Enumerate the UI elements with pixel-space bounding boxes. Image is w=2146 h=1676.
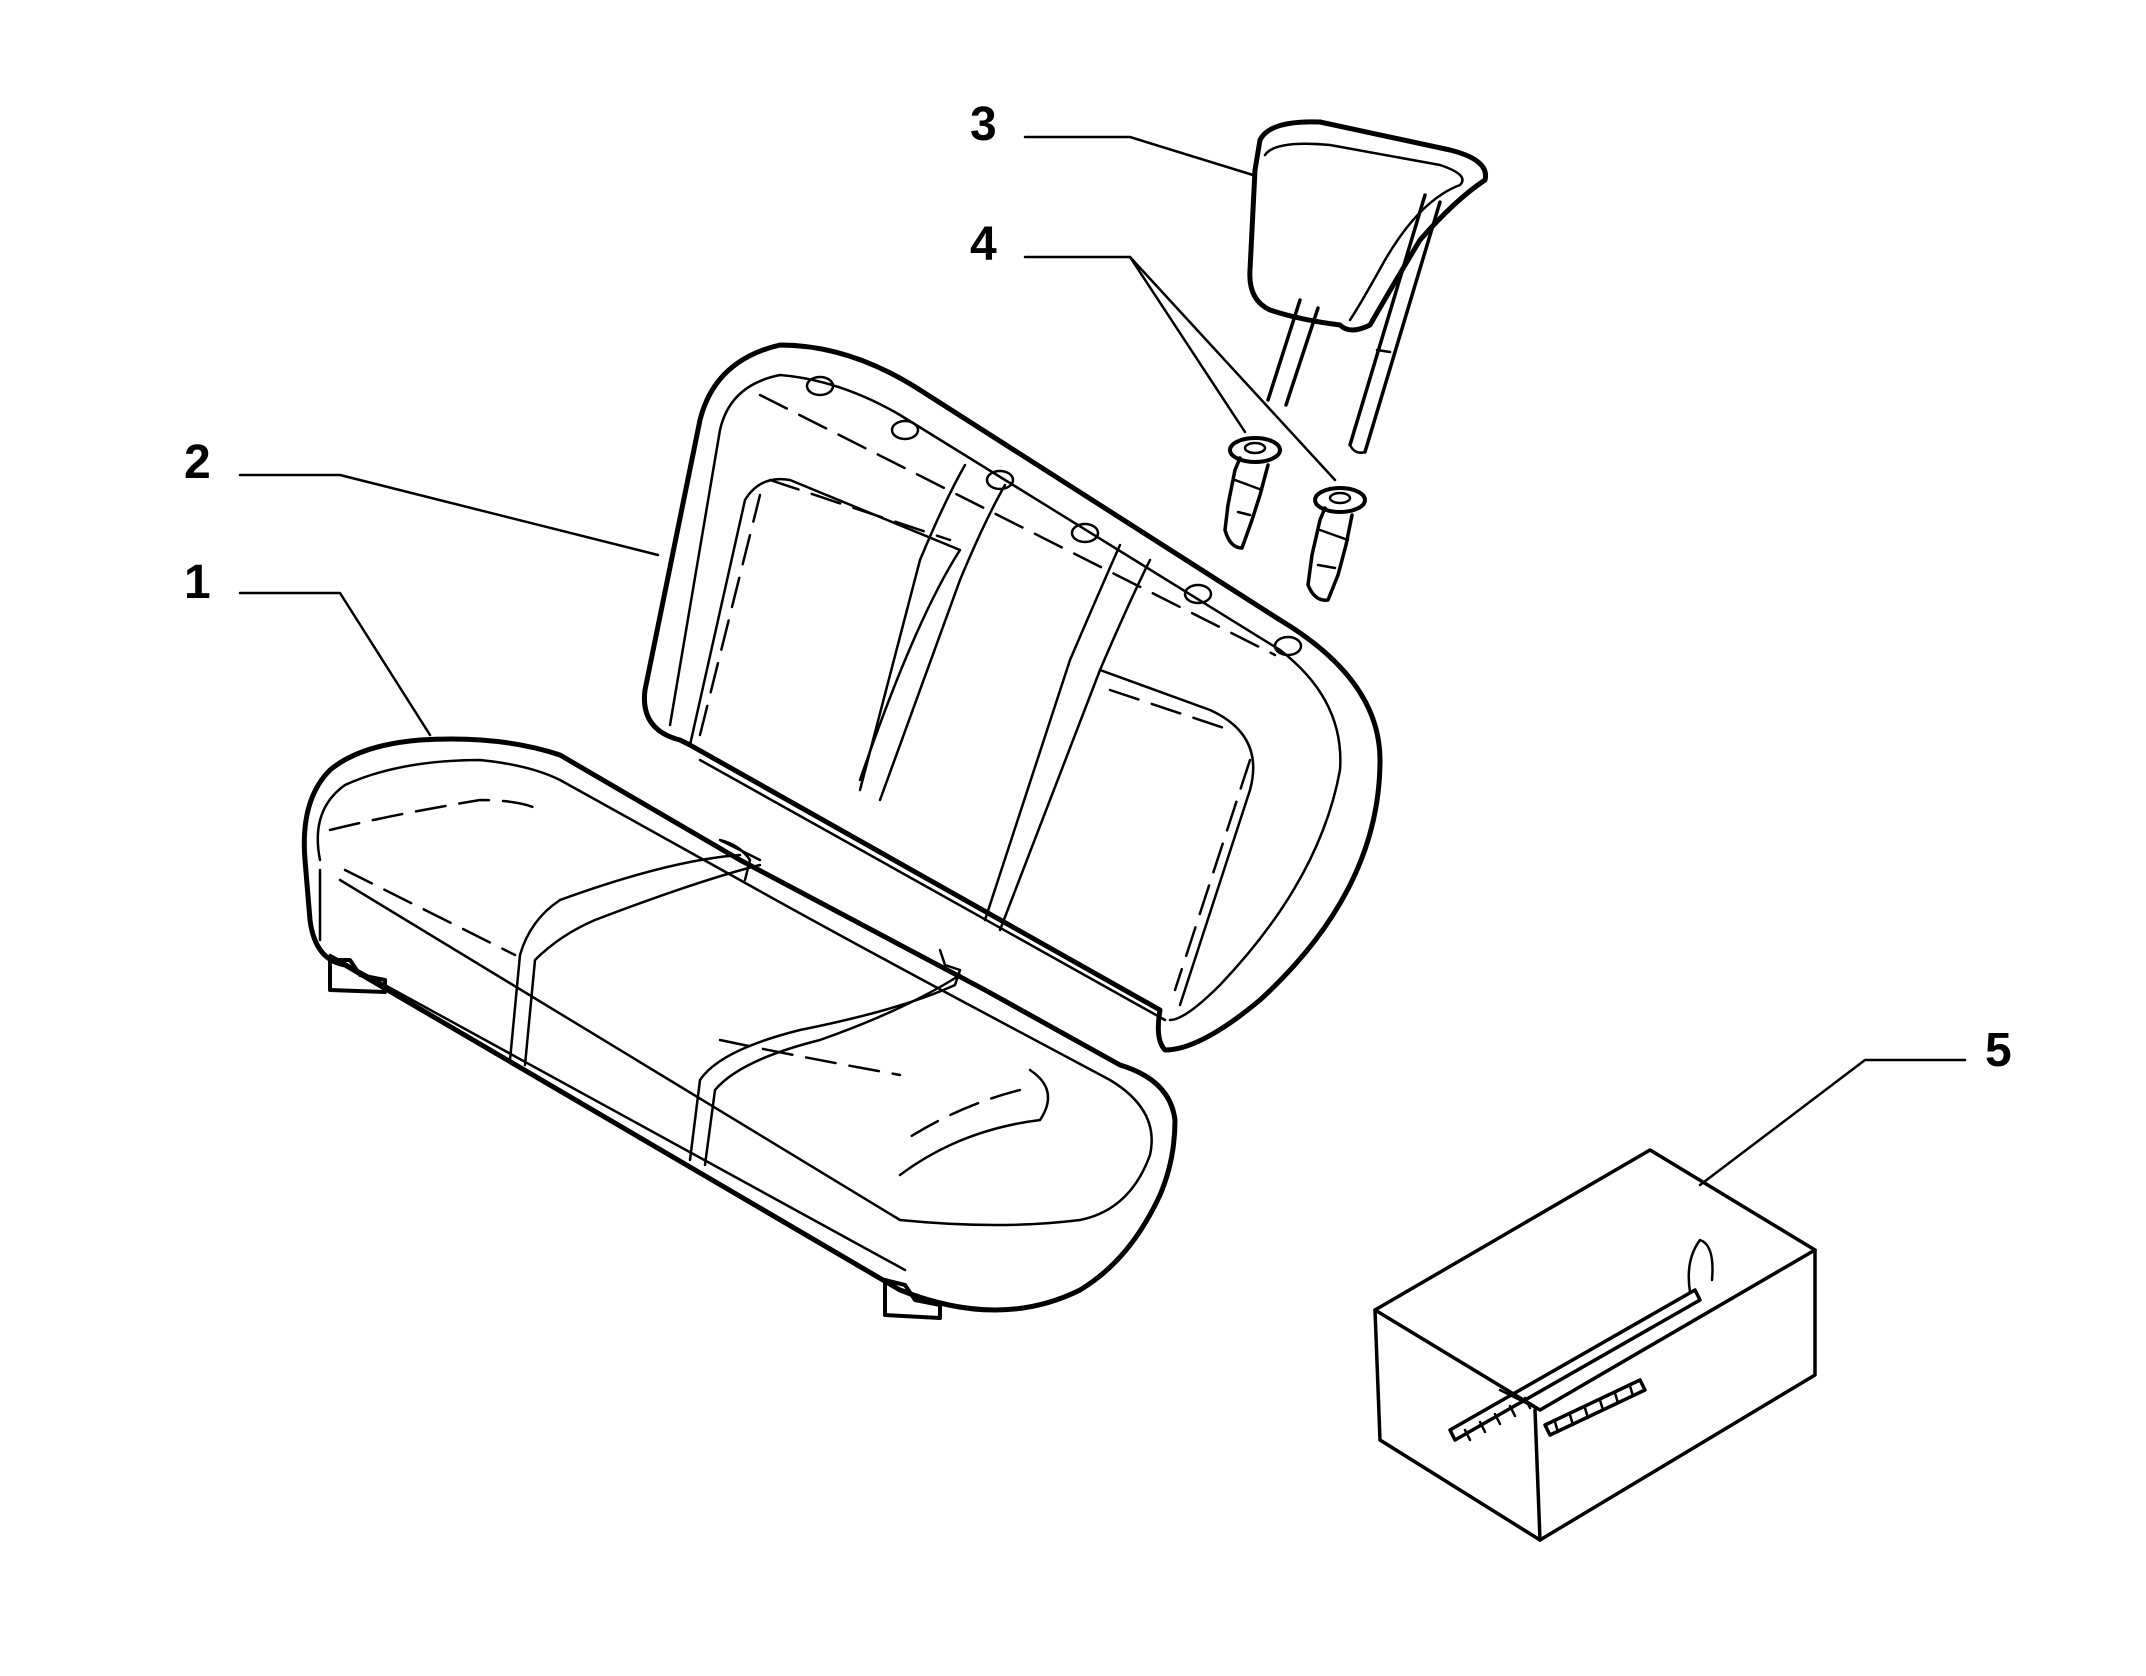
headrest <box>1247 119 1489 454</box>
callout-labels: 1 2 3 4 5 <box>184 98 2012 1077</box>
callout-1: 1 <box>184 556 211 609</box>
seat-cushion <box>301 736 1178 1320</box>
seat-backrest <box>641 342 1383 1053</box>
callout-2: 2 <box>184 436 211 489</box>
leader-4b <box>1128 255 1337 482</box>
headrest-guides <box>1223 436 1367 602</box>
leader-3 <box>1023 135 1255 177</box>
callout-5: 5 <box>1985 1024 2012 1077</box>
callout-leaders <box>238 135 1967 1187</box>
leader-2 <box>238 473 660 557</box>
callout-4: 4 <box>970 218 997 271</box>
leader-5 <box>1698 1058 1967 1187</box>
callout-3: 3 <box>970 98 997 151</box>
leader-1 <box>238 591 432 737</box>
parts-kit-box <box>1373 1148 1817 1542</box>
